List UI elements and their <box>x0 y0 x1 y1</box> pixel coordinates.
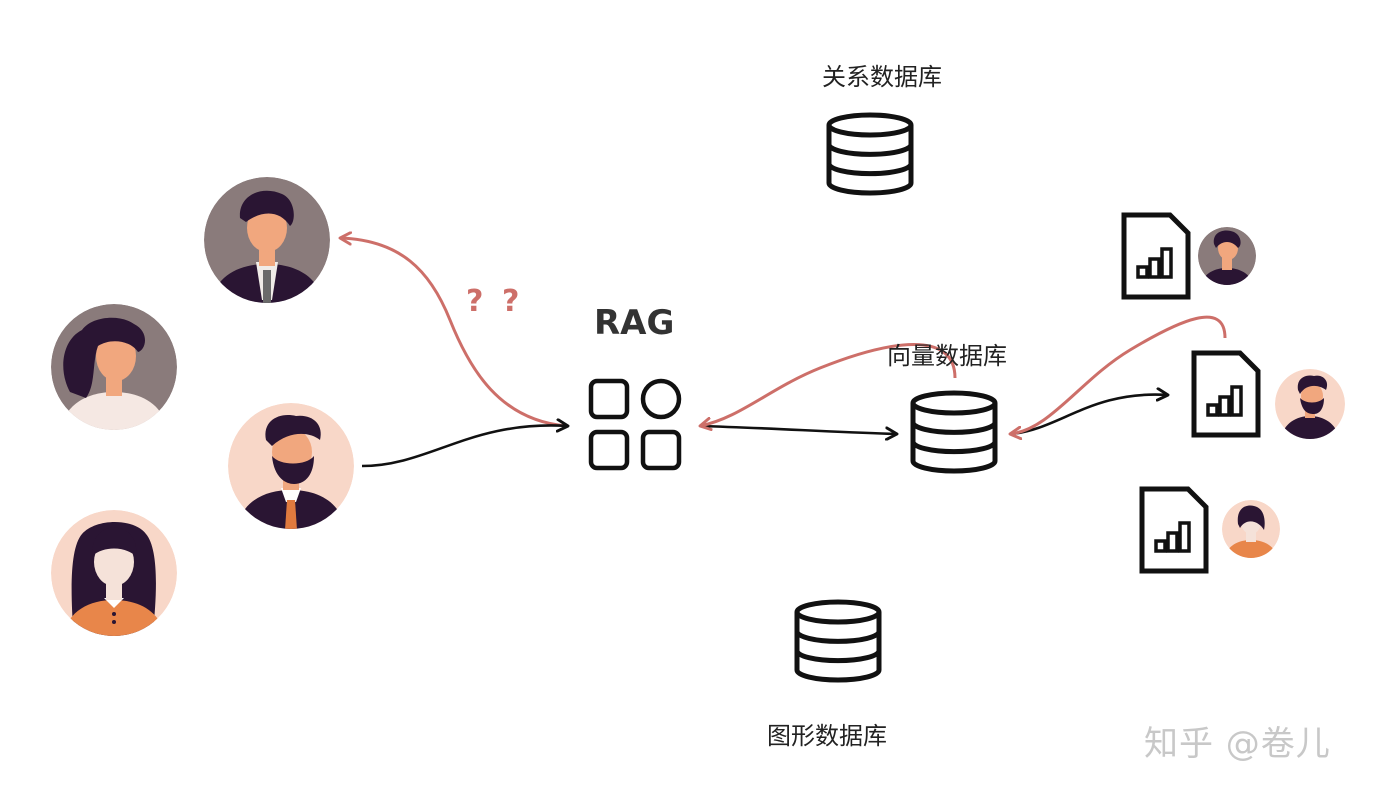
vector-db-to-rag-arrow <box>700 343 957 427</box>
user-avatar-icon <box>1275 369 1345 439</box>
database-icon <box>910 390 998 474</box>
graph-db-label: 图形数据库 <box>767 722 887 750</box>
user-avatar-icon <box>1222 500 1280 558</box>
user-avatar-icon <box>204 177 330 303</box>
app-grid-icon <box>588 378 682 471</box>
document-chart-icon <box>1139 486 1209 574</box>
document-chart-icon <box>1191 350 1261 438</box>
rag-label: RAG <box>594 303 675 343</box>
document-chart-icon <box>1121 212 1191 300</box>
database-icon <box>794 599 882 683</box>
documents-to-vector-db-arrow <box>1010 315 1227 434</box>
question-mark: ? <box>502 284 520 319</box>
question-mark: ? <box>466 284 484 319</box>
user-avatar-icon <box>1198 227 1256 285</box>
user-avatar-icon <box>51 304 177 430</box>
user-avatar-icon <box>228 403 354 529</box>
relational-db-label: 关系数据库 <box>822 63 942 91</box>
vector-db-label: 向量数据库 <box>887 342 1007 370</box>
database-icon <box>826 112 914 196</box>
reply-arrow-to-user <box>340 238 567 428</box>
rag-to-vector-db-arrow <box>699 424 897 434</box>
query-arrow-to-rag <box>361 425 568 468</box>
vector-db-to-documents-arrow <box>1009 395 1168 436</box>
watermark: 知乎 @卷儿 <box>1144 724 1331 764</box>
user-avatar-icon <box>51 510 177 636</box>
